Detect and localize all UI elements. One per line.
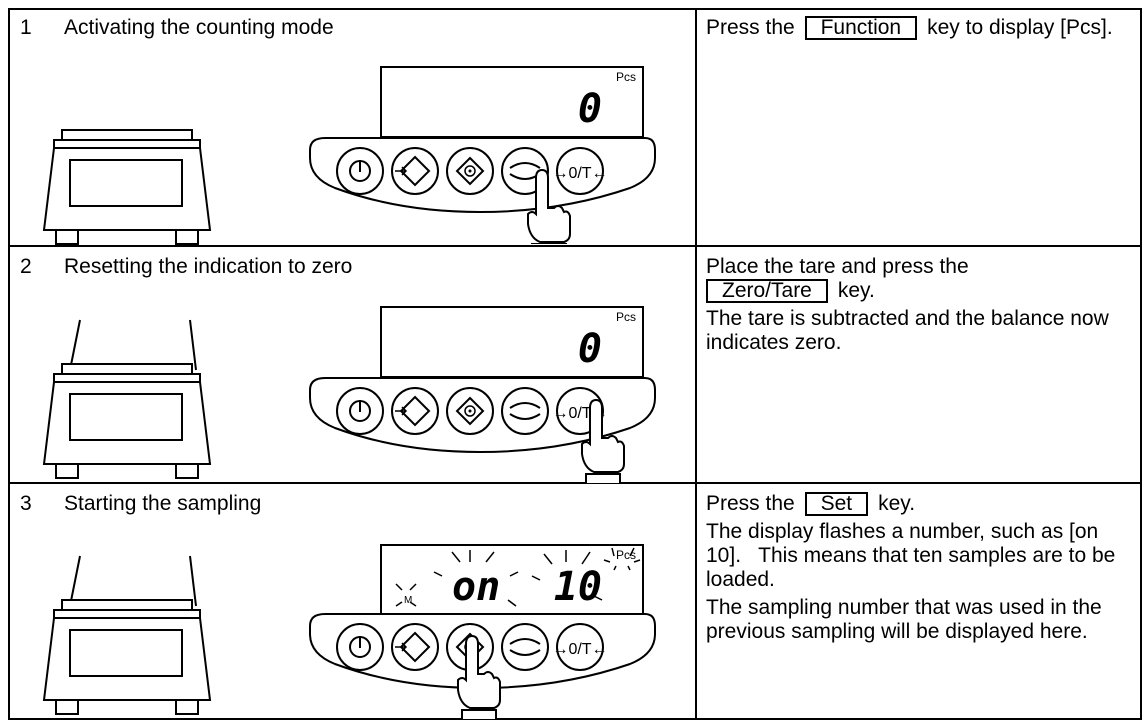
step-title: Starting the sampling — [64, 492, 262, 515]
table-border-top — [8, 8, 1142, 10]
keypad — [309, 377, 656, 484]
display-digits: 10 — [553, 564, 602, 610]
set-key-label: Set — [804, 492, 869, 516]
step-title: Resetting the indication to zero — [64, 255, 353, 278]
lcd-display: 0 Pcs — [380, 306, 644, 378]
desc-text: Place the tare and press the — [706, 255, 969, 278]
display-mode-indicator: M — [404, 595, 413, 606]
display-unit: Pcs — [615, 70, 636, 84]
instruction-table: 1 Activating the counting mode 0 Pcs Pre… — [8, 8, 1142, 720]
step-number: 2 — [20, 255, 32, 278]
step-title: Activating the counting mode — [64, 16, 334, 39]
table-border-bottom — [8, 718, 1142, 720]
row-divider — [8, 245, 1142, 247]
balance-icon — [43, 555, 211, 715]
desc-text: The tare is subtracted and the balance n… — [706, 307, 1109, 354]
desc-text: The display flashes a number, such as [o… — [706, 520, 1122, 591]
step-description: Place the tare and press the Zero/Tare ke… — [706, 255, 1136, 359]
desc-text: key to display [Pcs]. — [927, 16, 1113, 39]
step-number: 1 — [20, 16, 32, 39]
function-key-label: Function — [804, 16, 918, 40]
display-digits: 0 — [577, 326, 602, 372]
table-border-right — [1140, 8, 1142, 720]
step-description: Press the Function key to display [Pcs]. — [706, 16, 1136, 44]
lcd-display: 0 Pcs — [380, 66, 644, 138]
display-digits: 0 — [577, 86, 602, 132]
display-unit: Pcs — [615, 310, 636, 324]
desc-text: key. — [837, 279, 875, 302]
keypad — [309, 613, 656, 720]
row-divider — [8, 482, 1142, 484]
balance-icon — [43, 319, 211, 479]
display-left-text: on — [452, 564, 501, 610]
flash-marks-icon — [395, 547, 641, 607]
desc-text: Press the — [706, 492, 795, 515]
column-divider — [695, 8, 697, 720]
desc-text: key. — [878, 492, 916, 515]
table-border-left — [8, 8, 10, 720]
keypad — [309, 137, 656, 244]
lcd-display: M on 10 Pcs — [380, 544, 644, 616]
desc-text: Press the — [706, 16, 795, 39]
zero-tare-key-label: Zero/Tare — [706, 279, 828, 303]
desc-text: The sampling number that was used in the… — [706, 596, 1102, 643]
step-description: Press the Set key. The display flashes a … — [706, 492, 1136, 648]
balance-icon — [43, 129, 211, 245]
display-unit: Pcs — [615, 548, 636, 562]
step-number: 3 — [20, 492, 32, 515]
